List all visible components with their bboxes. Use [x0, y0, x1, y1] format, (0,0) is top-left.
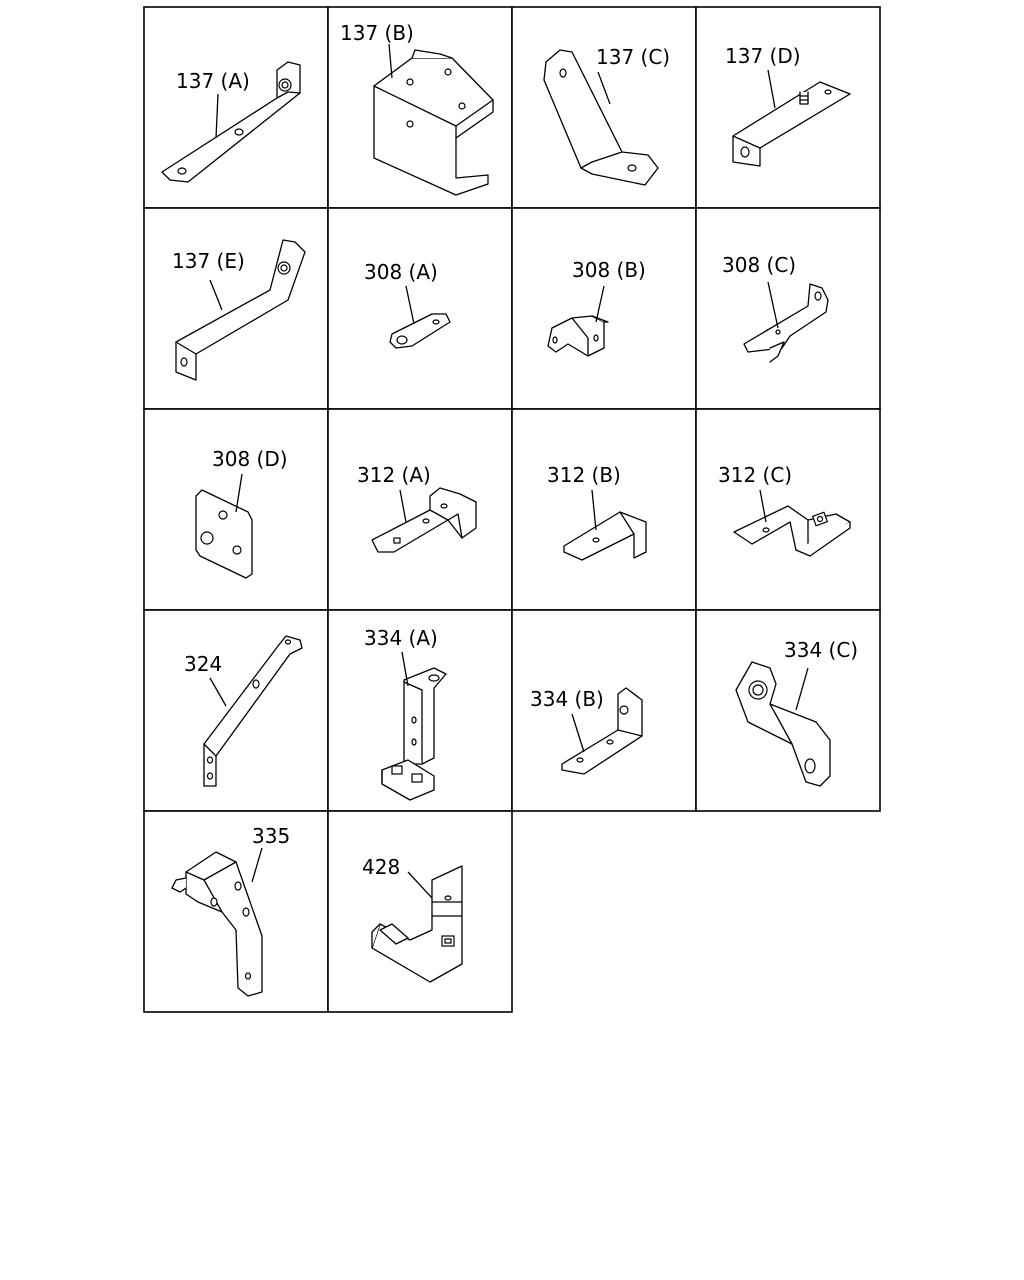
label-334c: 334 (C) — [784, 638, 858, 662]
cell-308d: 308 (D) — [143, 408, 329, 611]
cell-334c: 334 (C) — [695, 609, 881, 812]
label-137c: 137 (C) — [596, 45, 670, 69]
cell-324: 324 — [143, 609, 329, 812]
label-308d: 308 (D) — [212, 447, 288, 471]
label-334b: 334 (B) — [530, 687, 604, 711]
cell-312a: 312 (A) — [327, 408, 513, 611]
label-335: 335 — [252, 824, 290, 848]
cell-335: 335 — [143, 810, 329, 1013]
label-137a: 137 (A) — [176, 69, 250, 93]
cell-312c: 312 (C) — [695, 408, 881, 611]
label-312c: 312 (C) — [718, 463, 792, 487]
cell-334a: 334 (A) — [327, 609, 513, 812]
cell-308b: 308 (B) — [511, 207, 697, 410]
cell-137b: 137 (B) — [327, 6, 513, 209]
label-324: 324 — [184, 652, 222, 676]
label-137b: 137 (B) — [340, 21, 414, 45]
cell-308c: 308 (C) — [695, 207, 881, 410]
cell-137c: 137 (C) — [511, 6, 697, 209]
label-428: 428 — [362, 855, 400, 879]
label-312b: 312 (B) — [547, 463, 621, 487]
label-312a: 312 (A) — [357, 463, 431, 487]
label-308a: 308 (A) — [364, 260, 438, 284]
cell-334b: 334 (B) — [511, 609, 697, 812]
cell-308a: 308 (A) — [327, 207, 513, 410]
cell-428: 428 — [327, 810, 513, 1013]
cell-312b: 312 (B) — [511, 408, 697, 611]
cell-137a: 137 (A) — [143, 6, 329, 209]
label-308b: 308 (B) — [572, 258, 646, 282]
cell-137e: 137 (E) — [143, 207, 329, 410]
label-308c: 308 (C) — [722, 253, 796, 277]
label-137d: 137 (D) — [725, 44, 801, 68]
cell-137d: 137 (D) — [695, 6, 881, 209]
label-137e: 137 (E) — [172, 249, 245, 273]
label-334a: 334 (A) — [364, 626, 438, 650]
